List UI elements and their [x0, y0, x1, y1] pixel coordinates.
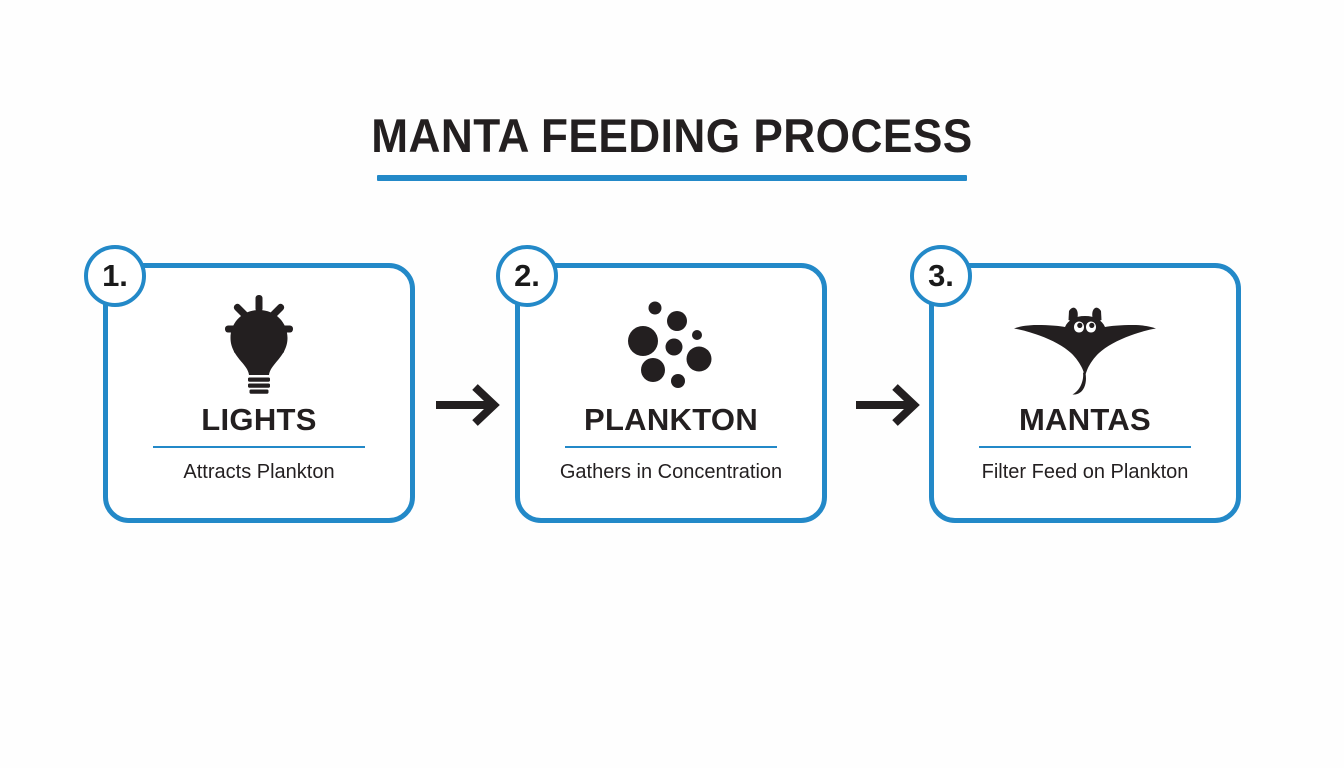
lightbulb-icon: [210, 290, 308, 400]
step-number-badge-3: 3.: [910, 245, 972, 307]
step-subtitle: Filter Feed on Plankton: [981, 461, 1189, 483]
step-divider-rule: [153, 446, 365, 448]
page-title: MANTA FEEDING PROCESS: [371, 109, 973, 162]
title-block: MANTA FEEDING PROCESS: [0, 112, 1344, 181]
step-number-badge-1: 1.: [84, 245, 146, 307]
step-card-lights[interactable]: 1.: [84, 245, 415, 523]
step-divider-rule: [979, 446, 1191, 448]
step-card-content: LIGHTS Attracts Plankton: [108, 268, 410, 518]
step-number-badge-2: 2.: [496, 245, 558, 307]
step-number-label: 1.: [102, 257, 128, 293]
step-heading: PLANKTON: [583, 402, 759, 437]
title-underline-rule: [377, 175, 967, 181]
arrow-right-icon: [852, 383, 932, 427]
manta-ray-icon: [1013, 290, 1157, 400]
arrow-right-icon: [432, 383, 512, 427]
step-card-mantas[interactable]: 3.: [910, 245, 1241, 523]
step-heading: MANTAS: [1018, 402, 1152, 437]
step-subtitle: Attracts Plankton: [183, 461, 335, 483]
step-subtitle: Gathers in Concentration: [559, 461, 783, 483]
step-card-content: MANTAS Filter Feed on Plankton: [934, 268, 1236, 518]
step-heading: LIGHTS: [201, 402, 317, 437]
step-number-label: 3.: [928, 257, 954, 293]
process-steps-row: 1.: [84, 245, 1241, 525]
step-number-label: 2.: [514, 257, 540, 293]
step-card-content: PLANKTON Gathers in Concentration: [520, 268, 822, 518]
plankton-dots-icon: [621, 290, 721, 400]
step-divider-rule: [565, 446, 777, 448]
step-card-plankton[interactable]: 2.: [496, 245, 827, 523]
